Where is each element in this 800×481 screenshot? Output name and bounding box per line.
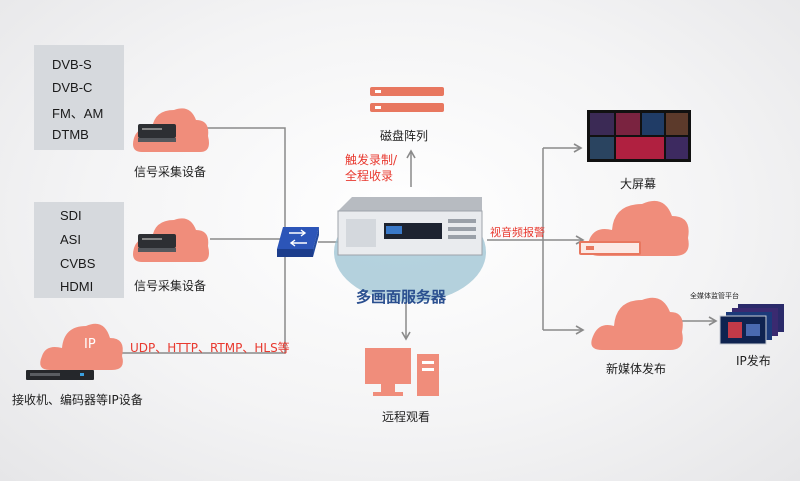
alarm-label: 视音频报警: [490, 226, 545, 239]
capture-device-label-2: 信号采集设备: [134, 279, 207, 293]
signal-type: DTMB: [52, 127, 89, 142]
signal-box-broadcast: DVB-S DVB-C FM、AM DTMB: [34, 45, 124, 150]
signal-type: FM、AM: [52, 106, 104, 121]
capture-device-label-1: 信号采集设备: [134, 165, 207, 179]
record-mode-line2: 全程收录: [345, 169, 394, 183]
storage-label: 磁盘阵列: [380, 129, 429, 143]
ip-device-label: 接收机、编码器等IP设备: [12, 393, 143, 407]
record-mode-line1: 触发录制/: [345, 153, 398, 167]
signal-type: SDI: [60, 208, 82, 223]
signal-type: DVB-S: [52, 57, 92, 72]
new-media-label: 新媒体发布: [606, 362, 667, 376]
signal-type: ASI: [60, 232, 81, 247]
signal-type: CVBS: [60, 256, 96, 271]
ip-protocols: UDP、HTTP、RTMP、HLS等: [130, 341, 290, 355]
remote-view-label: 远程观看: [382, 410, 431, 424]
platform-caption: 全媒体监管平台: [690, 292, 739, 300]
signal-type: DVB-C: [52, 80, 93, 95]
ip-badge: IP: [84, 337, 96, 352]
signal-box-baseband: SDI ASI CVBS HDMI: [34, 202, 124, 298]
signal-type: HDMI: [60, 279, 94, 294]
server-label: 多画面服务器: [356, 288, 447, 306]
ip-publish-label: IP发布: [736, 354, 771, 368]
big-screen-label: 大屏幕: [620, 177, 657, 191]
